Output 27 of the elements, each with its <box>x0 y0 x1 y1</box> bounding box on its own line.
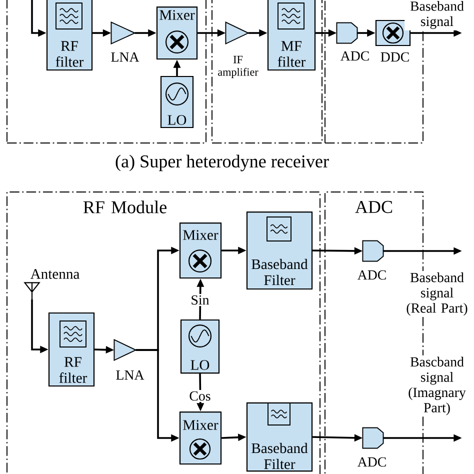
component-label: ADC <box>357 457 386 467</box>
edge-label: Cos <box>186 390 214 402</box>
component-label: LNA <box>116 370 144 380</box>
filter-block: Baseband Filter <box>246 211 313 290</box>
edge-label: Baseband signal <box>404 0 470 30</box>
edge-label: Sin <box>188 294 212 306</box>
dashed-region <box>212 0 322 144</box>
mixer-block: Mixer <box>156 6 198 60</box>
oscillator-block: LO <box>160 76 194 128</box>
filter-block: Baseband Filter <box>246 402 313 472</box>
component-label: ADC <box>357 270 386 280</box>
component-label: Antenna <box>30 269 80 279</box>
mixer-block: Mixer <box>179 411 222 465</box>
mixer-block: Mixer <box>179 222 222 279</box>
caption-text: (a) Super heterodyne receiver <box>116 154 329 172</box>
filter-block: RF filter <box>46 0 93 71</box>
filter-block: MF filter <box>267 0 316 71</box>
edge-label: Baseband signal (Real Part) <box>404 271 470 317</box>
edge-label: Bascband signal (Imagnary Part) <box>404 355 470 417</box>
oscillator-block: LO <box>180 319 220 374</box>
antenna-symbol <box>24 282 40 300</box>
component-label: ADC <box>340 51 369 61</box>
component-label: DDC <box>380 52 409 62</box>
filter-block: RF filter <box>48 312 95 387</box>
component-label: IF amplifier <box>218 56 258 78</box>
component-label: LNA <box>111 52 140 62</box>
dashed-region <box>6 0 206 144</box>
